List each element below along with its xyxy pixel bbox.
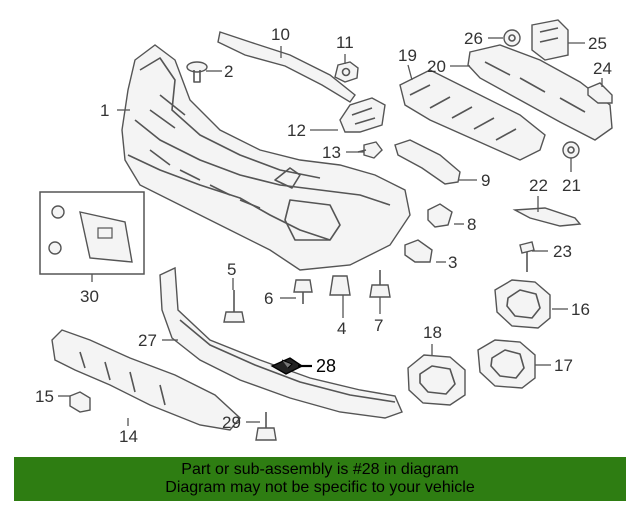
bolt-6[interactable]: [293, 279, 313, 304]
clip-8[interactable]: [427, 203, 453, 228]
clip-4[interactable]: [329, 275, 351, 296]
callout-28: 28: [316, 356, 336, 376]
bracket-9[interactable]: [394, 139, 461, 185]
callout-19: 19: [398, 46, 417, 65]
callout-15: 15: [35, 387, 54, 406]
bolt-29[interactable]: [255, 412, 277, 441]
fog-lamp-bezel-18[interactable]: [407, 354, 466, 406]
callout-22: 22: [529, 176, 548, 195]
banner-line-disclaimer: Diagram may not be specific to your vehi…: [165, 479, 475, 496]
callout-2: 2: [224, 62, 233, 81]
callout-10: 10: [271, 25, 290, 44]
callout-7: 7: [374, 316, 383, 335]
callout-5: 5: [227, 260, 236, 279]
parts-diagram: 1 2 3 4 5 6 7 8 9 10 11 12 13 14 15 16 1…: [35, 19, 613, 446]
callout-26: 26: [464, 29, 483, 48]
fog-lamp-bezel-17[interactable]: [477, 339, 536, 389]
lower-spoiler[interactable]: [159, 266, 403, 419]
clip-15[interactable]: [69, 391, 91, 413]
callout-3: 3: [448, 253, 457, 272]
callout-11: 11: [336, 33, 354, 52]
bracket-12[interactable]: [339, 97, 386, 133]
sensor-25[interactable]: [531, 19, 569, 61]
callout-16: 16: [571, 300, 590, 319]
callout-13: 13: [322, 143, 341, 162]
callout-9: 9: [481, 171, 490, 190]
callout-29: 29: [222, 413, 241, 432]
bolt-5[interactable]: [223, 290, 245, 323]
callout-1: 1: [100, 101, 109, 120]
callout-27: 27: [138, 331, 157, 350]
upper-support-bar[interactable]: [217, 31, 356, 103]
fog-lamp-bezel-16[interactable]: [494, 279, 551, 329]
screw-2[interactable]: [186, 61, 208, 83]
nut-11[interactable]: [334, 61, 359, 83]
callout-23: 23: [553, 242, 572, 261]
inset-box-30[interactable]: [39, 191, 145, 275]
callout-8: 8: [467, 215, 476, 234]
nut-21[interactable]: [562, 141, 580, 159]
reinforcement-bar[interactable]: [467, 44, 613, 141]
bracket-24[interactable]: [587, 82, 613, 104]
leader-lines: [58, 37, 603, 426]
callout-17: 17: [554, 356, 573, 375]
bolt-13[interactable]: [357, 141, 383, 159]
callout-labels: 1 2 3 4 5 6 7 8 9 10 11 12 13 14 15 16 1…: [35, 25, 612, 446]
lower-cover[interactable]: [51, 329, 241, 431]
trim-strip-22[interactable]: [512, 207, 582, 227]
callout-20: 20: [427, 57, 446, 76]
banner-line-part-info: Part or sub-assembly is #28 in diagram: [181, 461, 459, 478]
callout-24: 24: [593, 59, 612, 78]
bolt-23[interactable]: [519, 241, 535, 272]
grommet-26[interactable]: [503, 29, 521, 47]
callout-30: 30: [80, 287, 99, 306]
callout-25: 25: [588, 34, 607, 53]
callout-6: 6: [264, 289, 273, 308]
callout-4: 4: [337, 319, 346, 338]
info-banner: Part or sub-assembly is #28 in diagram D…: [14, 457, 626, 501]
bracket-3[interactable]: [404, 239, 433, 263]
callout-21: 21: [562, 176, 581, 195]
callout-14: 14: [119, 427, 138, 446]
bolt-7[interactable]: [369, 270, 391, 298]
callout-18: 18: [423, 323, 442, 342]
energy-absorber[interactable]: [399, 69, 546, 161]
bumper-cover[interactable]: [121, 44, 411, 271]
callout-12: 12: [287, 121, 306, 140]
